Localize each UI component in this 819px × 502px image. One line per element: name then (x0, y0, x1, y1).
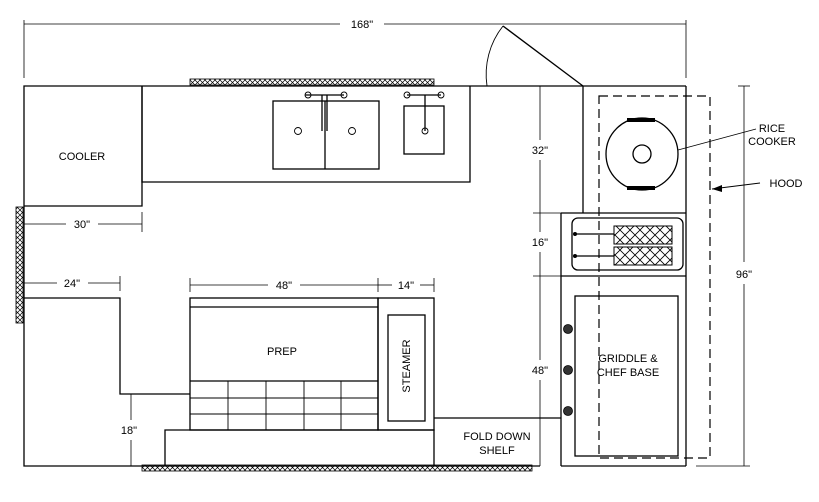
griddle-chef-base: GRIDDLE & CHEF BASE (563, 295, 679, 457)
double-sink (272, 91, 380, 170)
prep-label: PREP (267, 346, 297, 358)
fryer (571, 217, 684, 271)
hood-length-label: 96" (736, 269, 752, 281)
hood: HOOD (598, 95, 803, 459)
fold-down-label-line1: FOLD DOWN (463, 431, 530, 443)
bottom-depth-dimension: 18" (121, 393, 140, 466)
fold-down-shelf: FOLD DOWN SHELF (463, 431, 530, 457)
left-offset-dimension: 24" (24, 276, 121, 291)
left-offset-label: 24" (64, 278, 80, 290)
bottom-counter (164, 429, 435, 466)
hood-length-dimension: 96" (696, 85, 752, 467)
hood-label: HOOD (770, 178, 803, 190)
steamer-label: STEAMER (401, 339, 413, 392)
walls (15, 25, 584, 472)
rice-cooker-label-line1: RICE (759, 123, 785, 135)
griddle-depth-label: 48" (532, 365, 548, 377)
overall-width-label: 168" (351, 19, 373, 31)
griddle-label-line1: GRIDDLE & (598, 353, 658, 365)
hand-sink (403, 91, 445, 155)
cooler-depth-dimension: 30" (24, 212, 143, 232)
cooler: COOLER (24, 86, 143, 207)
bottom-depth-label: 18" (121, 425, 137, 437)
fryer-depth-label: 16" (532, 237, 548, 249)
rice-cooker: RICE COOKER (605, 117, 796, 191)
cooler-depth-label: 30" (74, 219, 90, 231)
left-counter-outline (24, 297, 190, 395)
steamer-width-label: 14" (398, 280, 414, 292)
rice-cooker-label-line2: COOKER (748, 136, 796, 148)
fold-down-label-line2: SHELF (479, 445, 515, 457)
griddle-label-line2: CHEF BASE (597, 367, 659, 379)
prep-width-label: 48" (276, 280, 292, 292)
steamer: 14" STEAMER (377, 278, 435, 431)
prep-table: 48" PREP (189, 278, 379, 431)
rice-cooker-depth-label: 32" (532, 145, 548, 157)
cooler-label: COOLER (59, 151, 106, 163)
overall-width-dimension: 168" (23, 19, 687, 78)
equipment-line (560, 85, 687, 467)
right-vertical-dimensions: 32" 16" 48" (532, 85, 583, 466)
